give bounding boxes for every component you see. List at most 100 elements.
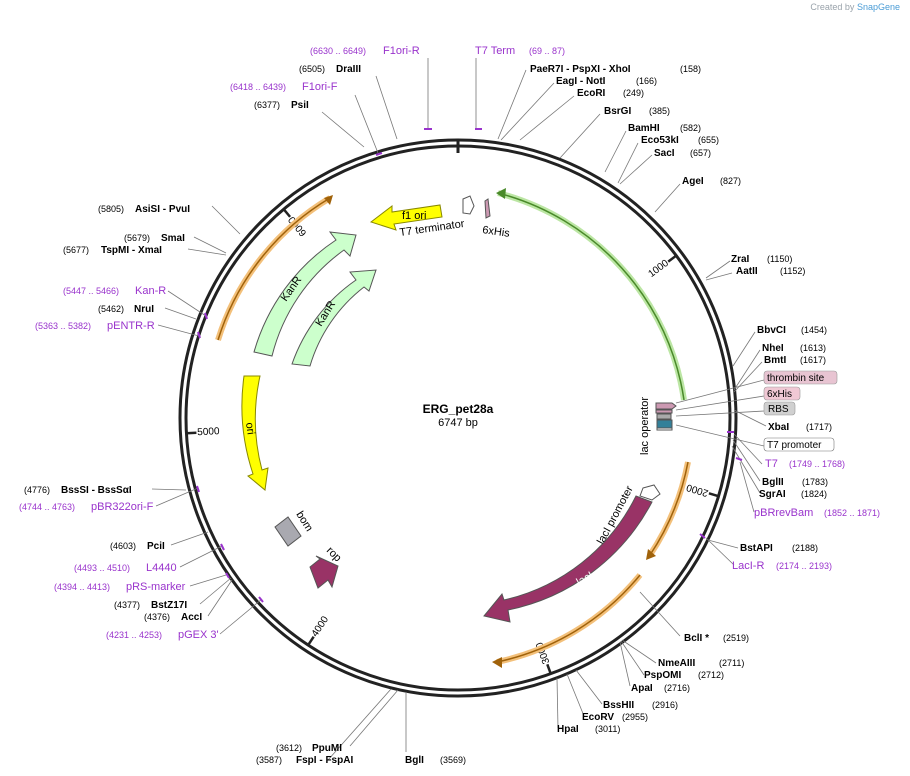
label-l38-name: FspI - FspAI: [296, 755, 353, 766]
6xhis-top-shape: [484, 198, 491, 219]
feature-bom: bom: [274, 509, 315, 547]
label-l53-name: pGEX 3': [178, 629, 219, 641]
label-l15-pos: (1152): [780, 266, 805, 276]
label-l49-name: L4440: [146, 562, 177, 574]
leader-l41: [193, 236, 227, 254]
green-arrowhead: [496, 188, 506, 199]
leader-l48: [170, 531, 209, 546]
label-l32-name: PspOMI: [644, 670, 681, 681]
label-l22-name: XbaI: [768, 422, 789, 433]
label-l49-pos: (4493 .. 4510): [74, 563, 130, 573]
leader-l15: [705, 272, 733, 281]
leader-l29: [705, 537, 735, 566]
label-l8-pos: (249): [623, 88, 644, 98]
feature-6xhis-top: 6xHis: [482, 198, 511, 240]
label-l17-pos: (1613): [800, 343, 826, 353]
label-l29-name: LacI-R: [732, 560, 764, 572]
label-l45-name: pENTR-R: [107, 320, 155, 332]
leader-l6: [497, 69, 527, 140]
leader-l11: [617, 142, 639, 184]
laci-arrow: [483, 495, 653, 623]
leader-l37: [349, 689, 399, 747]
leader-l45: [157, 324, 200, 337]
snapgene-credit: Created by SnapGene: [810, 2, 900, 12]
label-l11-pos: (655): [698, 135, 719, 145]
leader-l16: [732, 331, 756, 367]
tick-mark-6000: [282, 208, 292, 218]
label-l40-name: AsiSI - PvuI: [135, 204, 190, 215]
label-l33-name: ApaI: [631, 683, 653, 694]
label-l32-pos: (2712): [698, 670, 724, 680]
leader-l28: [707, 539, 739, 549]
leader-l24: [733, 433, 763, 465]
primer-marker-pgex3: [258, 596, 264, 603]
label-l7-name: EagI - NotI: [556, 76, 606, 87]
label-l29-pos: (2174 .. 2193): [776, 561, 832, 571]
6xhis-marker: [655, 409, 673, 414]
label-l2-pos: (69 .. 87): [529, 46, 565, 56]
label-l6-pos: (158): [680, 64, 701, 74]
label-l41-pos: (5679): [124, 233, 150, 243]
t7-promoter-marker: [656, 419, 673, 429]
label-l16-pos: (1454): [801, 325, 827, 335]
feature-f1-ori: f1 ori: [369, 204, 443, 231]
primer-marker-laci-r: [699, 533, 706, 539]
label-l53-pos: (4231 .. 4253): [106, 630, 162, 640]
label-l50-pos: (4394 .. 4413): [54, 582, 110, 592]
label-l51-name: BstZ17I: [151, 600, 187, 611]
backbone-orange-arc-left-line: [217, 197, 331, 341]
label-l47-pos: (4744 .. 4763): [19, 502, 75, 512]
primer-marker-l4440: [220, 543, 225, 551]
label-l2-name: T7 Term: [475, 45, 515, 57]
feature-laci: lacI: [483, 495, 653, 623]
label-l41-name: SmaI: [161, 233, 185, 244]
label-l28-name: BstAPI: [740, 543, 773, 554]
leader-l4: [354, 94, 379, 154]
label-l39-pos: (3569): [440, 755, 466, 765]
label-l13-pos: (827): [720, 176, 741, 186]
leader-l22: [733, 409, 767, 427]
leader-l13: [654, 183, 681, 213]
ori-label: ori: [243, 422, 257, 436]
label-l18-name: BmtI: [764, 355, 786, 366]
leader-l5: [321, 111, 365, 148]
label-l27-pos: (1852 .. 1871): [824, 508, 880, 518]
label-l27-name: pBRrevBam: [754, 507, 813, 519]
label-l9-name: BsrGI: [604, 106, 631, 117]
f1-ori-arrow: [369, 204, 443, 231]
tick-mark-3000: [546, 663, 552, 675]
label-l26-pos: (1824): [801, 489, 827, 499]
leader-l25: [732, 439, 761, 482]
tick-label-5000: 5000: [197, 426, 220, 438]
plasmid-length: 6747 bp: [438, 417, 478, 429]
label-l14-pos: (1150): [767, 254, 792, 264]
leader-l36: [556, 677, 559, 729]
ori-arrow: [241, 375, 269, 491]
label-l5-pos: (6377): [254, 100, 280, 110]
t7-terminator-shape: [462, 195, 475, 215]
label-l30-pos: (2519): [723, 633, 749, 643]
leader-l32: [620, 640, 645, 676]
leader-l18: [733, 361, 763, 393]
label-l1-name: F1ori-R: [383, 45, 420, 57]
label-l44-pos: (5462): [98, 304, 124, 314]
thrombin-marker: [655, 402, 677, 410]
label-l20-name: 6xHis: [767, 389, 792, 400]
label-l42-name: TspMI - XmaI: [101, 245, 162, 256]
leader-l17: [733, 349, 761, 391]
label-l3-pos: (6505): [299, 64, 325, 74]
lac-operator-label: lac operator: [639, 397, 651, 455]
label-l5-name: PsiI: [291, 100, 309, 111]
leader-l47: [155, 487, 199, 507]
primer-marker-pbrrevbam: [735, 457, 743, 461]
laci-promoter-arrow: [639, 484, 661, 501]
kanr-inner-arrow: [291, 269, 377, 367]
label-l12-pos: (657): [690, 148, 711, 158]
label-l25-pos: (1783): [802, 477, 828, 487]
leader-l49: [179, 545, 223, 568]
leader-l53: [219, 598, 263, 635]
leader-l51: [199, 577, 232, 605]
label-l21-name: RBS: [768, 404, 789, 415]
label-l28-pos: (2188): [792, 543, 818, 553]
